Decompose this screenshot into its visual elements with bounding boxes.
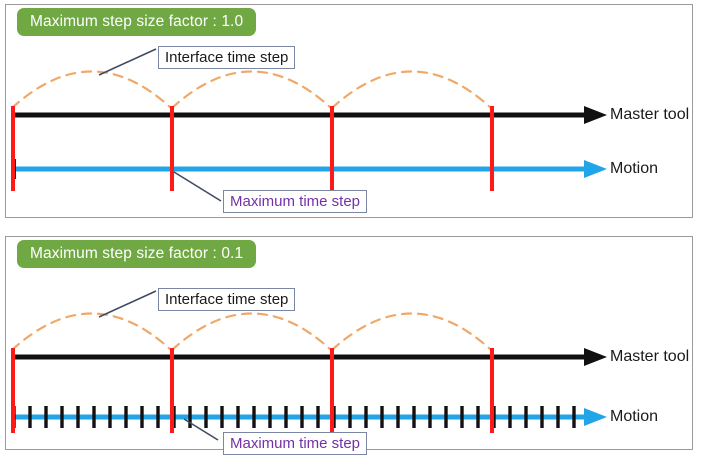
interface-time-step-arcs — [10, 70, 493, 110]
axis-label-motion: Motion — [610, 160, 659, 177]
axis-label-master-tool: Master tool — [610, 106, 690, 123]
axis-label-motion: Motion — [610, 408, 659, 425]
maximum-time-step-markers — [11, 348, 494, 433]
maximum-time-step-markers — [11, 106, 494, 191]
callout-maximum-time-step: Maximum time step — [223, 432, 368, 455]
leader-line-interface-time-step — [98, 48, 157, 76]
leader-line-maximum-time-step — [173, 171, 222, 202]
master-tool-axis-line — [12, 106, 607, 124]
axis-label-master-tool: Master tool — [610, 348, 690, 365]
callout-interface-time-step: Interface time step — [158, 46, 296, 69]
badge-max-step-size-factor: Maximum step size factor : 1.0 — [17, 8, 257, 36]
panel-max-step-factor-1: Maximum step size factor : 1.0 Interface… — [5, 4, 693, 218]
leader-line-maximum-time-step — [183, 418, 219, 441]
badge-max-step-size-factor: Maximum step size factor : 0.1 — [17, 240, 257, 268]
motion-axis-line — [12, 408, 607, 426]
motion-axis-line — [12, 160, 607, 178]
panel-bottom-graphics — [10, 290, 607, 441]
interface-time-step-arcs — [10, 312, 493, 352]
leader-line-interface-time-step — [98, 290, 157, 318]
panel-top-graphics — [10, 48, 607, 202]
master-tool-axis-line — [12, 348, 607, 366]
callout-interface-time-step: Interface time step — [158, 288, 296, 311]
panel-max-step-factor-01: Maximum step size factor : 0.1 Interface… — [5, 236, 693, 455]
callout-maximum-time-step: Maximum time step — [223, 190, 368, 213]
